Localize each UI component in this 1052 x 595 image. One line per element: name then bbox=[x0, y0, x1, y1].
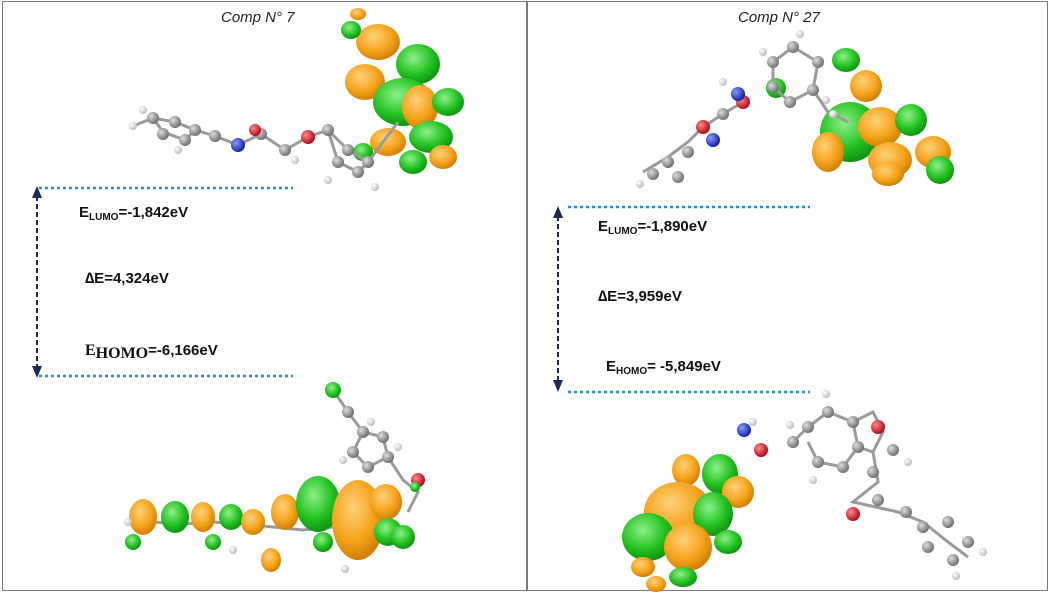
panel-comp-7: Comp N° 7 bbox=[3, 2, 525, 590]
energy-gap-label: ∆E=4,324eV bbox=[85, 270, 169, 287]
homo-molecule-skeleton bbox=[791, 409, 969, 559]
lumo-energy-label: ELUMO=-1,842eV bbox=[79, 204, 189, 223]
energy-gap-arrow bbox=[553, 206, 563, 392]
panel-title: Comp N° 27 bbox=[738, 9, 820, 26]
homo-atoms bbox=[737, 390, 987, 580]
energy-gap-arrow bbox=[32, 186, 42, 378]
homo-energy-label: EHOMO= -5,849eV bbox=[606, 358, 721, 377]
homo-energy-label: EHOMO=-6,166eV bbox=[85, 342, 218, 362]
lumo-orbital bbox=[341, 8, 464, 174]
energy-gap-label: ∆E=3,959eV bbox=[598, 288, 682, 305]
lumo-energy-label: ELUMO=-1,890eV bbox=[598, 218, 708, 237]
molecular-orbital-diagram bbox=[32, 8, 464, 573]
lumo-atoms bbox=[636, 30, 837, 188]
homo-atoms bbox=[124, 382, 425, 573]
homo-orbital bbox=[125, 476, 415, 572]
panel-title: Comp N° 7 bbox=[221, 9, 295, 26]
panel-divider bbox=[526, 1, 528, 591]
lumo-orbital bbox=[766, 48, 954, 186]
homo-orbital bbox=[622, 454, 754, 592]
lumo-atoms bbox=[129, 106, 379, 191]
panel-comp-27: Comp N° 27 bbox=[528, 2, 1048, 592]
molecular-orbital-diagram bbox=[553, 30, 987, 592]
